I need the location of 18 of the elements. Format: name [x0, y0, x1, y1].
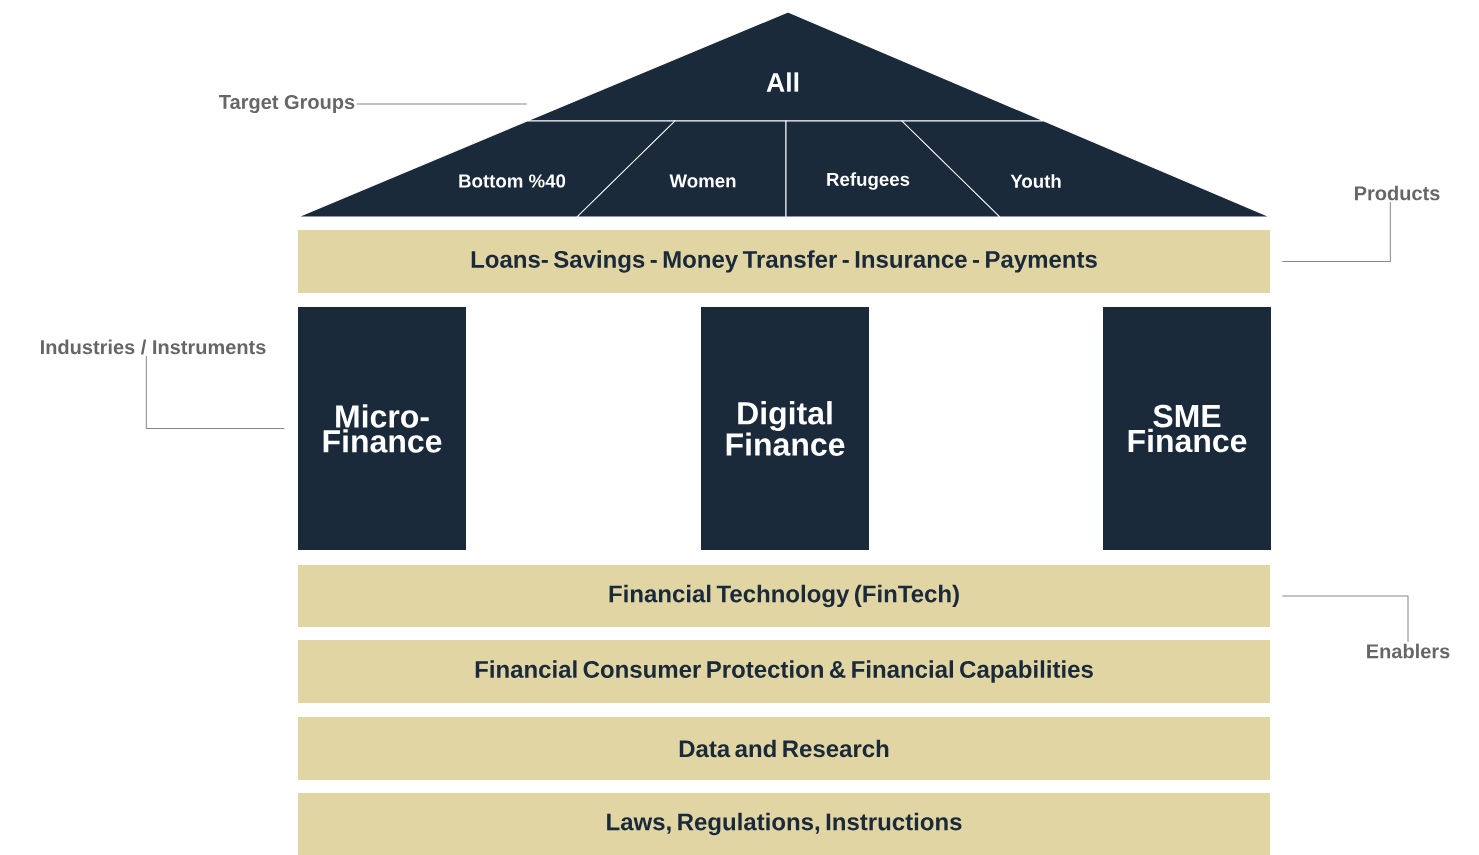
pillar-box: Micro- Finance	[298, 307, 466, 550]
side-label: Products	[1355, 185, 1440, 201]
pillar-box: SME Finance	[1103, 307, 1271, 550]
side-label: Industries / Instruments	[41, 339, 266, 355]
roof-segment: Women	[576, 120, 787, 218]
enabler-band: Financial Technology (FinTech)	[298, 565, 1270, 627]
side-label: Enablers	[1367, 643, 1450, 659]
enabler-band: Laws, Regulations, Instructions	[298, 793, 1270, 855]
pillar-box: Digital Finance	[701, 307, 869, 550]
leader-line	[145, 355, 285, 429]
leader-line	[1281, 201, 1391, 262]
roof-segment: Refugees	[785, 120, 1001, 218]
side-label: Target Groups	[219, 94, 355, 114]
leader-line	[356, 103, 528, 105]
leader-line	[1281, 595, 1409, 643]
enabler-band: Financial Consumer Protection & Financial Capabilities	[298, 640, 1270, 703]
enabler-band: Data and Research	[298, 717, 1270, 780]
product-band: Loans- Savings - Money Transfer - Insurance - Payments	[298, 230, 1270, 293]
